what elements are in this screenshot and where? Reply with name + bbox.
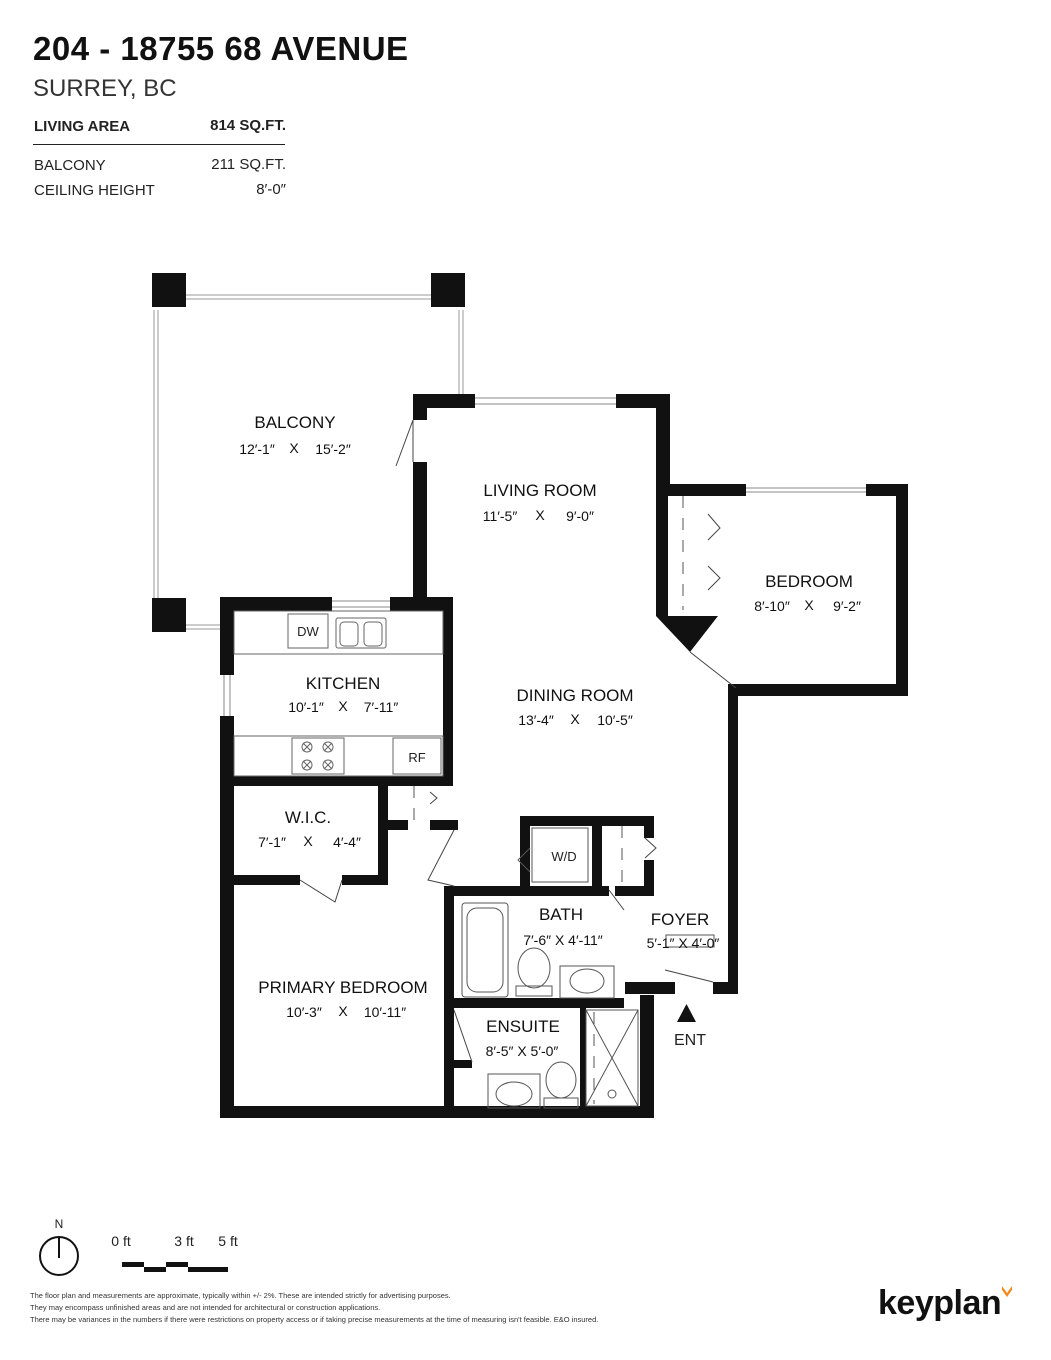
svg-text:10′-11″: 10′-11″ bbox=[364, 1004, 406, 1020]
room-labels: BALCONY LIVING ROOM BEDROOM KITCHEN DINI… bbox=[254, 413, 853, 1036]
bath-fixtures bbox=[461, 902, 715, 999]
kitchen-lower-counter bbox=[233, 735, 444, 777]
spec-divider bbox=[33, 144, 285, 145]
property-city: SURREY, BC bbox=[33, 75, 177, 102]
keyplan-logo-mark-icon bbox=[1002, 1286, 1012, 1297]
windows bbox=[223, 397, 866, 716]
svg-text:X: X bbox=[804, 597, 814, 613]
ceiling-height-value: 8′-0″ bbox=[256, 181, 286, 198]
room-name: LIVING ROOM bbox=[483, 481, 596, 500]
svg-text:X: X bbox=[570, 711, 580, 727]
balcony-post bbox=[152, 598, 186, 632]
kitchen-upper-counter bbox=[233, 610, 444, 655]
interior-walls bbox=[220, 484, 718, 1118]
room-name: ENSUITE bbox=[486, 1017, 560, 1036]
svg-text:X: X bbox=[338, 698, 348, 714]
compass-north-label: N bbox=[55, 1217, 64, 1231]
dishwasher-label: DW bbox=[297, 624, 319, 639]
svg-text:7′-1″: 7′-1″ bbox=[258, 834, 286, 850]
svg-text:13′-4″: 13′-4″ bbox=[518, 712, 554, 728]
svg-text:9′-0″: 9′-0″ bbox=[566, 508, 594, 524]
room-dimensions: 12′-1″ X 15′-2″ 11′-5″ X 9′-0″ 8′-10″ X … bbox=[239, 440, 861, 1059]
room-name: BEDROOM bbox=[765, 572, 853, 591]
room-name: BATH bbox=[539, 905, 583, 924]
keyplan-logo: keyplan bbox=[878, 1284, 1002, 1322]
svg-text:7′-6″ X 4′-11″: 7′-6″ X 4′-11″ bbox=[523, 932, 603, 948]
closet-dashes bbox=[413, 496, 684, 1104]
ensuite-fixtures bbox=[487, 1009, 639, 1109]
balcony-area-value: 211 SQ.FT. bbox=[211, 156, 286, 173]
entry-arrow-icon bbox=[677, 1004, 696, 1022]
scale-label-3: 3 ft bbox=[174, 1233, 194, 1249]
washer-dryer-label: W/D bbox=[551, 849, 576, 864]
room-name: DINING ROOM bbox=[516, 686, 633, 705]
room-name: FOYER bbox=[651, 910, 710, 929]
disclaimer-line: They may encompass unfinished areas and … bbox=[30, 1303, 381, 1312]
fridge-label: RF bbox=[408, 750, 425, 765]
svg-text:X: X bbox=[303, 833, 313, 849]
room-name: KITCHEN bbox=[306, 674, 381, 693]
entry-label: ENT bbox=[674, 1032, 706, 1049]
doors bbox=[299, 419, 737, 1063]
svg-text:7′-11″: 7′-11″ bbox=[364, 699, 399, 715]
balcony-post bbox=[431, 273, 465, 307]
svg-text:X: X bbox=[289, 440, 299, 456]
disclaimer-line: The floor plan and measurements are appr… bbox=[30, 1291, 451, 1300]
svg-text:4′-4″: 4′-4″ bbox=[333, 834, 361, 850]
living-area-label: LIVING AREA bbox=[34, 118, 131, 135]
living-area-value: 814 SQ.FT. bbox=[210, 117, 286, 134]
svg-text:5′-1″ X 4′-0″: 5′-1″ X 4′-0″ bbox=[647, 935, 720, 951]
balcony-area bbox=[152, 273, 465, 632]
svg-text:8′-5″ X 5′-0″: 8′-5″ X 5′-0″ bbox=[486, 1043, 559, 1059]
svg-text:10′-5″: 10′-5″ bbox=[597, 712, 633, 728]
balcony-area-label: BALCONY bbox=[34, 157, 106, 174]
svg-text:X: X bbox=[535, 507, 545, 523]
exterior-walls bbox=[220, 394, 908, 1118]
svg-text:10′-3″: 10′-3″ bbox=[286, 1004, 322, 1020]
room-name: BALCONY bbox=[254, 413, 335, 432]
svg-text:X: X bbox=[338, 1003, 348, 1019]
scale-label-0: 0 ft bbox=[111, 1233, 131, 1249]
room-name: PRIMARY BEDROOM bbox=[258, 978, 427, 997]
svg-text:11′-5″: 11′-5″ bbox=[483, 508, 518, 524]
room-name: W.I.C. bbox=[285, 808, 331, 827]
balcony-post bbox=[152, 273, 186, 307]
scale-bar bbox=[122, 1262, 228, 1272]
svg-text:10′-1″: 10′-1″ bbox=[288, 699, 324, 715]
scale-label-5: 5 ft bbox=[218, 1233, 238, 1249]
svg-text:8′-10″: 8′-10″ bbox=[754, 598, 790, 614]
property-address: 204 - 18755 68 AVENUE bbox=[33, 30, 409, 67]
compass-icon bbox=[39, 1236, 79, 1276]
svg-text:15′-2″: 15′-2″ bbox=[315, 441, 351, 457]
ceiling-height-label: CEILING HEIGHT bbox=[34, 182, 155, 199]
disclaimer-line: There may be variances in the numbers if… bbox=[30, 1315, 599, 1324]
svg-text:12′-1″: 12′-1″ bbox=[239, 441, 275, 457]
washer-dryer bbox=[531, 827, 589, 883]
svg-text:9′-2″: 9′-2″ bbox=[833, 598, 861, 614]
